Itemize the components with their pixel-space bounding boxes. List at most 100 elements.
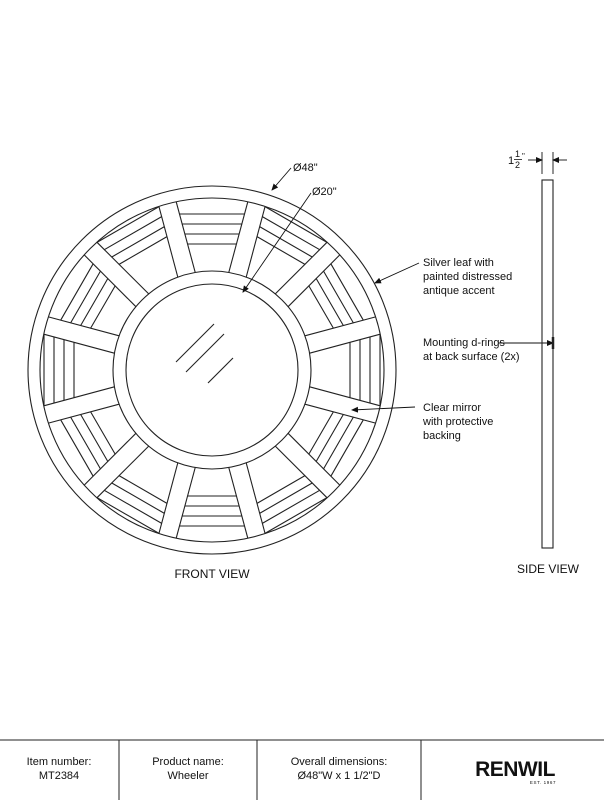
spoke-edge-a-1 bbox=[274, 445, 328, 499]
spoke-edge-a-7 bbox=[96, 241, 150, 295]
spoke-edge-b-3 bbox=[175, 467, 196, 539]
spoke-edge-b-9 bbox=[228, 201, 249, 273]
outer-diameter-label: Ø48" bbox=[293, 162, 318, 174]
mirror-glare-1 bbox=[175, 323, 215, 363]
mounting-line-1: Mounting d-rings bbox=[423, 337, 505, 349]
spoke-edge-b-11 bbox=[304, 316, 376, 337]
lattice-bar-b-1-1 bbox=[264, 497, 328, 534]
item-number-label: Item number: bbox=[27, 756, 92, 768]
renwil-logo: RENWIL EST. 1967 bbox=[475, 758, 556, 785]
side-view bbox=[541, 179, 555, 549]
dimensions-value: Ø48"W x 1 1/2"D bbox=[297, 770, 380, 782]
lattice-bar-3-0 bbox=[118, 475, 168, 504]
depth-unit: " bbox=[522, 152, 525, 161]
spoke-edge-a-11 bbox=[309, 333, 381, 354]
lattice-bar-0-0 bbox=[308, 411, 334, 455]
outer-diameter-leader bbox=[271, 167, 292, 191]
lattice-bar-4-0 bbox=[90, 411, 116, 455]
spoke-edge-b-7 bbox=[83, 254, 137, 308]
inner-frame-edge bbox=[112, 270, 312, 470]
diameter-leaders bbox=[242, 167, 312, 293]
depth-denominator: 2 bbox=[515, 160, 520, 170]
brand-established: EST. 1967 bbox=[530, 780, 556, 785]
dimensions-label: Overall dimensions: bbox=[291, 756, 388, 768]
spoke-edge-a-9 bbox=[245, 206, 266, 278]
spoke-edge-a-2 bbox=[228, 467, 249, 539]
spokes bbox=[43, 201, 381, 539]
lattice-bar-9-0 bbox=[256, 236, 306, 265]
spoke-edge-a-10 bbox=[287, 254, 341, 308]
lattice-bar-b-1-0 bbox=[259, 482, 313, 514]
lattice-bar-b-4-0 bbox=[80, 414, 109, 462]
title-block bbox=[0, 739, 604, 800]
spoke-edge-b-1 bbox=[287, 432, 341, 486]
lattice-bar-b-10-0 bbox=[315, 278, 344, 326]
spoke-edge-b-10 bbox=[274, 241, 328, 295]
mirror-line-2: with protective bbox=[422, 416, 493, 428]
finish-line-2: painted distressed bbox=[423, 271, 512, 283]
lattice-bar-b-3-1 bbox=[96, 497, 160, 534]
brand-wordmark: RENWIL bbox=[475, 758, 555, 781]
spoke-edge-b-8 bbox=[158, 206, 179, 278]
mirror-edge bbox=[125, 283, 299, 457]
mirror-glare-2 bbox=[185, 333, 225, 373]
outer-ring-inner-edge bbox=[39, 197, 385, 543]
product-name-value: Wheeler bbox=[168, 770, 209, 782]
mirror-line-3: backing bbox=[423, 430, 461, 442]
side-view-caption: SIDE VIEW bbox=[517, 562, 580, 576]
lattice-bar-b-9-1 bbox=[264, 206, 328, 243]
mirror-leader bbox=[351, 406, 416, 413]
lattice-bar-4-1 bbox=[70, 416, 102, 470]
product-name-label: Product name: bbox=[152, 756, 224, 768]
lattice-bar-3-1 bbox=[103, 489, 163, 524]
finish-line-3: antique accent bbox=[423, 285, 495, 297]
spoke-edge-a-8 bbox=[175, 201, 196, 273]
spoke-edge-b-2 bbox=[245, 462, 266, 534]
side-profile bbox=[541, 179, 554, 549]
lattice-bar-1-0 bbox=[256, 475, 306, 504]
spoke-edge-b-5 bbox=[48, 403, 120, 424]
spoke-edge-b-0 bbox=[309, 386, 381, 407]
finish-callout: Silver leaf with painted distressed anti… bbox=[423, 257, 515, 297]
depth-numerator: 1 bbox=[515, 149, 520, 159]
lattice-bar-b-7-0 bbox=[111, 226, 165, 258]
finish-line-1: Silver leaf with bbox=[423, 257, 494, 269]
outer-frame-edge bbox=[27, 185, 397, 555]
spoke-edge-a-3 bbox=[158, 462, 179, 534]
mirror-glare-3 bbox=[207, 357, 234, 384]
spoke-edge-a-5 bbox=[43, 386, 115, 407]
inner-diameter-label: Ø20" bbox=[312, 186, 337, 198]
lattice-bar-b-6-0 bbox=[80, 278, 109, 326]
lattice-bar-10-1 bbox=[322, 270, 354, 324]
lattice-bar-b-4-1 bbox=[60, 419, 94, 477]
finish-leader bbox=[374, 262, 420, 284]
lattice-bar-7-1 bbox=[103, 216, 163, 251]
mounting-line-2: at back surface (2x) bbox=[423, 351, 520, 363]
depth-dimension bbox=[528, 152, 567, 174]
spoke-edge-b-4 bbox=[96, 445, 150, 499]
spoke-edge-a-4 bbox=[83, 432, 137, 486]
inner-diameter-leader bbox=[242, 192, 312, 293]
lattice-bar-6-0 bbox=[90, 285, 116, 329]
lattice-bar-b-6-1 bbox=[60, 263, 94, 321]
lattice-bar-6-1 bbox=[70, 270, 102, 324]
depth-whole: 1 bbox=[508, 155, 514, 167]
item-number-value: MT2384 bbox=[39, 770, 79, 782]
front-view-caption: FRONT VIEW bbox=[174, 567, 250, 581]
mirror-callout: Clear mirror with protective backing bbox=[422, 402, 496, 442]
spoke-edge-b-6 bbox=[43, 333, 115, 354]
mirror-line-1: Clear mirror bbox=[423, 402, 481, 414]
lattice-bar-b-9-0 bbox=[259, 226, 313, 258]
lattice-bar-7-0 bbox=[118, 236, 168, 265]
lattice-bar-10-0 bbox=[308, 285, 334, 329]
front-view bbox=[27, 185, 397, 555]
lattice-bar-b-0-1 bbox=[330, 419, 364, 477]
mounting-callout: Mounting d-rings at back surface (2x) bbox=[423, 337, 520, 363]
lattice-bar-b-3-0 bbox=[111, 482, 165, 514]
lattice-bar-b-10-1 bbox=[330, 263, 364, 321]
lattice-bar-9-1 bbox=[261, 216, 321, 251]
lattice-bar-0-1 bbox=[322, 416, 354, 470]
lattice-bar-b-7-1 bbox=[96, 206, 160, 243]
lattice-bar-b-0-0 bbox=[315, 414, 344, 462]
